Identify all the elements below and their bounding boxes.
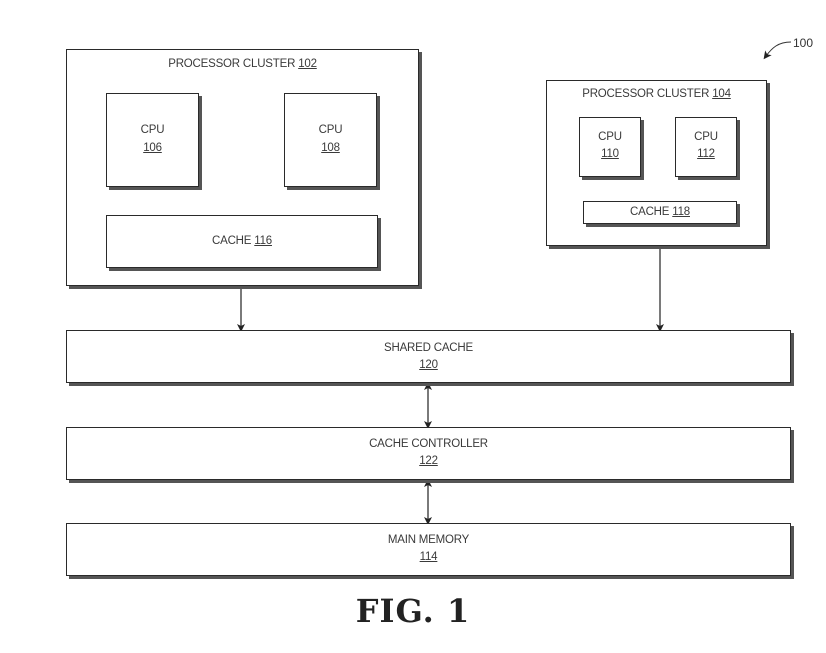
- cache-controller-ref: 122: [419, 455, 438, 467]
- cluster-104-title: PROCESSOR CLUSTER 104: [547, 86, 766, 103]
- cache-116: CACHE 116: [106, 215, 378, 268]
- main-memory-114: MAIN MEMORY 114: [66, 523, 791, 576]
- shared-cache-label: SHARED CACHE: [384, 342, 473, 354]
- cpu-108: CPU 108: [284, 93, 377, 187]
- cpu-112: CPU 112: [675, 117, 737, 177]
- cache-118-label: CACHE 118: [584, 204, 736, 221]
- cluster-title-text: PROCESSOR CLUSTER: [582, 88, 710, 100]
- main-memory-ref: 114: [419, 551, 438, 563]
- reference-leader-arrow: [763, 41, 792, 60]
- cache-label: CACHE: [212, 235, 252, 247]
- cluster-ref: 102: [298, 58, 317, 70]
- cpu-ref: 108: [321, 142, 340, 154]
- cache-118: CACHE 118: [583, 201, 737, 224]
- main-memory-label: MAIN MEMORY: [387, 534, 470, 546]
- cluster-title-text: PROCESSOR CLUSTER: [168, 58, 296, 70]
- cache-label: CACHE: [630, 206, 670, 218]
- cache-controller-ref-wrap: 122: [67, 453, 790, 470]
- figure-caption: FIG. 1: [355, 592, 471, 630]
- cpu-label: CPU: [318, 124, 343, 136]
- cpu-106: CPU 106: [106, 93, 199, 187]
- cache-ref: 116: [254, 235, 272, 247]
- cpu-label: CPU: [140, 124, 165, 136]
- cpu-ref: 110: [601, 148, 619, 160]
- cpu-label: CPU: [598, 131, 622, 143]
- main-memory-ref-wrap: 114: [67, 549, 790, 566]
- cache-116-label: CACHE 116: [107, 233, 377, 250]
- cache-controller-label: CACHE CONTROLLER: [369, 438, 488, 450]
- cpu-ref: 106: [143, 142, 162, 154]
- cpu-label: CPU: [694, 131, 718, 143]
- shared-cache-ref: 120: [419, 359, 438, 371]
- cluster-102-title: PROCESSOR CLUSTER 102: [67, 56, 418, 73]
- cache-controller-122: CACHE CONTROLLER 122: [66, 427, 791, 480]
- shared-cache-ref-wrap: 120: [67, 357, 790, 374]
- cache-ref: 118: [672, 206, 690, 218]
- cpu-110: CPU 110: [579, 117, 641, 177]
- shared-cache-120: SHARED CACHE 120: [66, 330, 791, 383]
- figure-reference-numeral: 100: [793, 36, 814, 50]
- cpu-ref: 112: [697, 148, 715, 160]
- cluster-ref: 104: [712, 88, 731, 100]
